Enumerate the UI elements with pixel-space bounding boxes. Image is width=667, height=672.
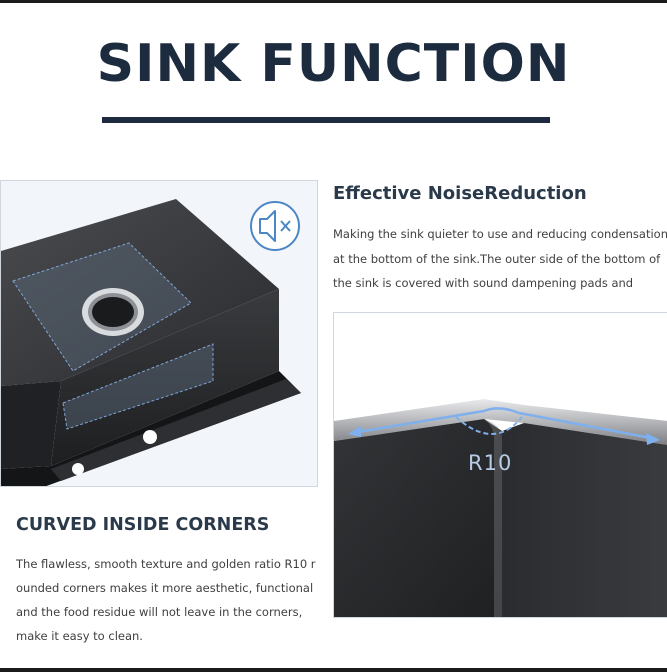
curved-corners-description: The flawless, smooth texture and golden …: [16, 552, 326, 648]
noise-reduction-description: Making the sink quieter to use and reduc…: [333, 222, 667, 296]
corners-line-1: The flawless, smooth texture and golden …: [16, 557, 316, 571]
page-title: SINK FUNCTION: [96, 34, 571, 94]
noise-line-1: Making the sink quieter to use and reduc…: [333, 227, 667, 241]
radius-label: R10: [468, 451, 513, 475]
title-underline: [102, 117, 550, 123]
sink-corner-image: R10: [333, 312, 667, 618]
corners-line-2: ounded corners makes it more aesthetic, …: [16, 581, 314, 595]
sink-bottom-noise-image: [0, 180, 318, 487]
corners-line-3: and the food residue will not leave in t…: [16, 605, 303, 619]
speaker-muted-icon: [250, 201, 300, 251]
noise-line-3: the sink is covered with sound dampening…: [333, 276, 634, 290]
noise-line-2: at the bottom of the sink.The outer side…: [333, 251, 661, 266]
noise-reduction-heading: Effective NoiseReduction: [333, 183, 587, 204]
top-border: [0, 0, 667, 3]
curved-corners-heading: CURVED INSIDE CORNERS: [16, 515, 270, 535]
bottom-border: [0, 668, 667, 672]
corners-line-4: make it easy to clean.: [16, 629, 143, 643]
